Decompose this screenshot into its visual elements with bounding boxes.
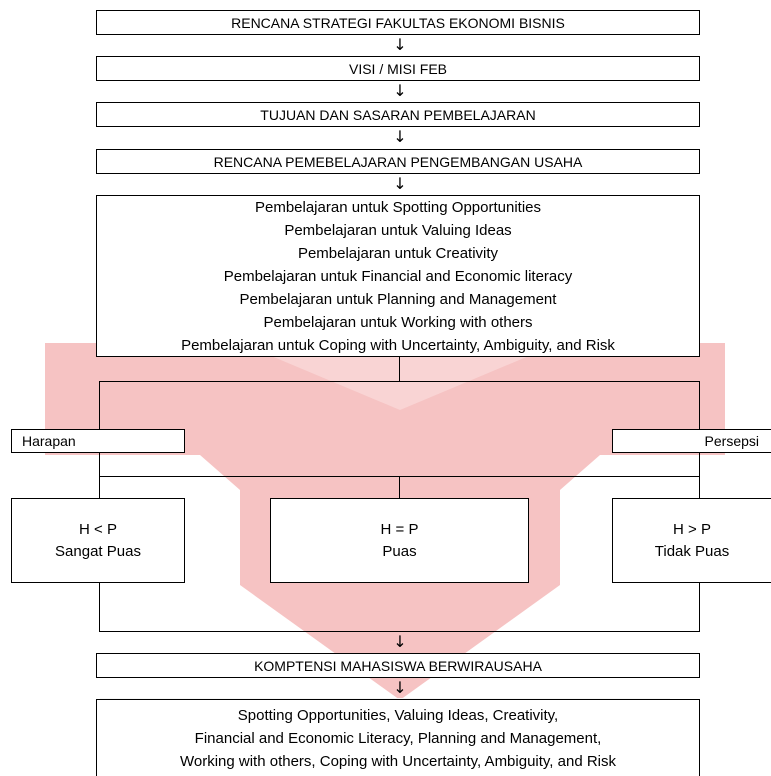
- connector-line: [99, 381, 100, 429]
- box-harapan: Harapan: [11, 429, 185, 453]
- box-visi-misi-text: VISI / MISI FEB: [348, 60, 448, 77]
- harapan-label: Harapan: [22, 433, 76, 449]
- learning-item: Pembelajaran untuk Valuing Ideas: [284, 221, 512, 239]
- connector-line: [99, 476, 100, 498]
- kompetensi-title: KOMPTENSI MAHASISWA BERWIRAUSAHA: [254, 657, 542, 674]
- learning-item: Pembelajaran untuk Creativity: [297, 244, 499, 262]
- result-condition: H > P: [673, 520, 711, 538]
- box-persepsi: Persepsi: [612, 429, 771, 453]
- connector-line: [99, 453, 100, 476]
- learning-item: Pembelajaran untuk Financial and Economi…: [223, 267, 573, 285]
- box-visi-misi: VISI / MISI FEB: [96, 56, 700, 81]
- result-condition: H < P: [79, 520, 117, 538]
- connector-line: [99, 583, 100, 631]
- result-label: Puas: [382, 542, 417, 560]
- competence-line: Spotting Opportunities, Valuing Ideas, C…: [237, 706, 559, 724]
- box-tujuan-sasaran-text: TUJUAN DAN SASARAN PEMBELAJARAN: [260, 106, 536, 123]
- connector-line: [399, 476, 400, 498]
- result-condition: H = P: [380, 520, 419, 538]
- arrow-down-icon: ↓: [393, 632, 407, 651]
- arrow-down-icon: ↓: [393, 81, 407, 100]
- connector-line: [699, 381, 700, 429]
- connector-line: [99, 631, 700, 632]
- arrow-down-icon: ↓: [393, 35, 407, 54]
- box-rencana-pembelajaran-text: RENCANA PEMEBELAJARAN PENGEMBANGAN USAHA: [213, 153, 583, 170]
- learning-item: Pembelajaran untuk Working with others: [263, 313, 533, 331]
- connector-line: [699, 453, 700, 476]
- connector-line: [399, 357, 400, 381]
- connector-line: [99, 381, 700, 382]
- box-tujuan-sasaran: TUJUAN DAN SASARAN PEMBELAJARAN: [96, 102, 700, 127]
- box-competence-list: Spotting Opportunities, Valuing Ideas, C…: [96, 699, 700, 776]
- arrow-down-icon: ↓: [393, 174, 407, 193]
- learning-item: Pembelajaran untuk Planning and Manageme…: [239, 290, 557, 308]
- box-rencana-pembelajaran: RENCANA PEMEBELAJARAN PENGEMBANGAN USAHA: [96, 149, 700, 174]
- arrow-down-icon: ↓: [393, 678, 407, 697]
- box-result-tidak-puas: H > P Tidak Puas: [612, 498, 771, 583]
- learning-item: Pembelajaran untuk Coping with Uncertain…: [181, 336, 615, 354]
- result-label: Tidak Puas: [654, 542, 730, 560]
- learning-item: Pembelajaran untuk Spotting Opportunitie…: [254, 198, 541, 216]
- box-learning-list: Pembelajaran untuk Spotting Opportunitie…: [96, 195, 700, 357]
- box-rencana-strategi: RENCANA STRATEGI FAKULTAS EKONOMI BISNIS: [96, 10, 700, 35]
- result-label: Sangat Puas: [55, 542, 141, 560]
- box-result-sangat-puas: H < P Sangat Puas: [11, 498, 185, 583]
- connector-line: [699, 476, 700, 498]
- box-result-puas: H = P Puas: [270, 498, 529, 583]
- competence-line: Working with others, Coping with Uncerta…: [179, 752, 617, 770]
- watermark-fold: [245, 345, 555, 410]
- connector-line: [699, 583, 700, 631]
- competence-line: Financial and Economic Literacy, Plannin…: [194, 729, 602, 747]
- box-rencana-strategi-text: RENCANA STRATEGI FAKULTAS EKONOMI BISNIS: [231, 14, 565, 31]
- persepsi-label: Persepsi: [704, 433, 759, 449]
- arrow-down-icon: ↓: [393, 127, 407, 146]
- box-kompetensi: KOMPTENSI MAHASISWA BERWIRAUSAHA: [96, 653, 700, 678]
